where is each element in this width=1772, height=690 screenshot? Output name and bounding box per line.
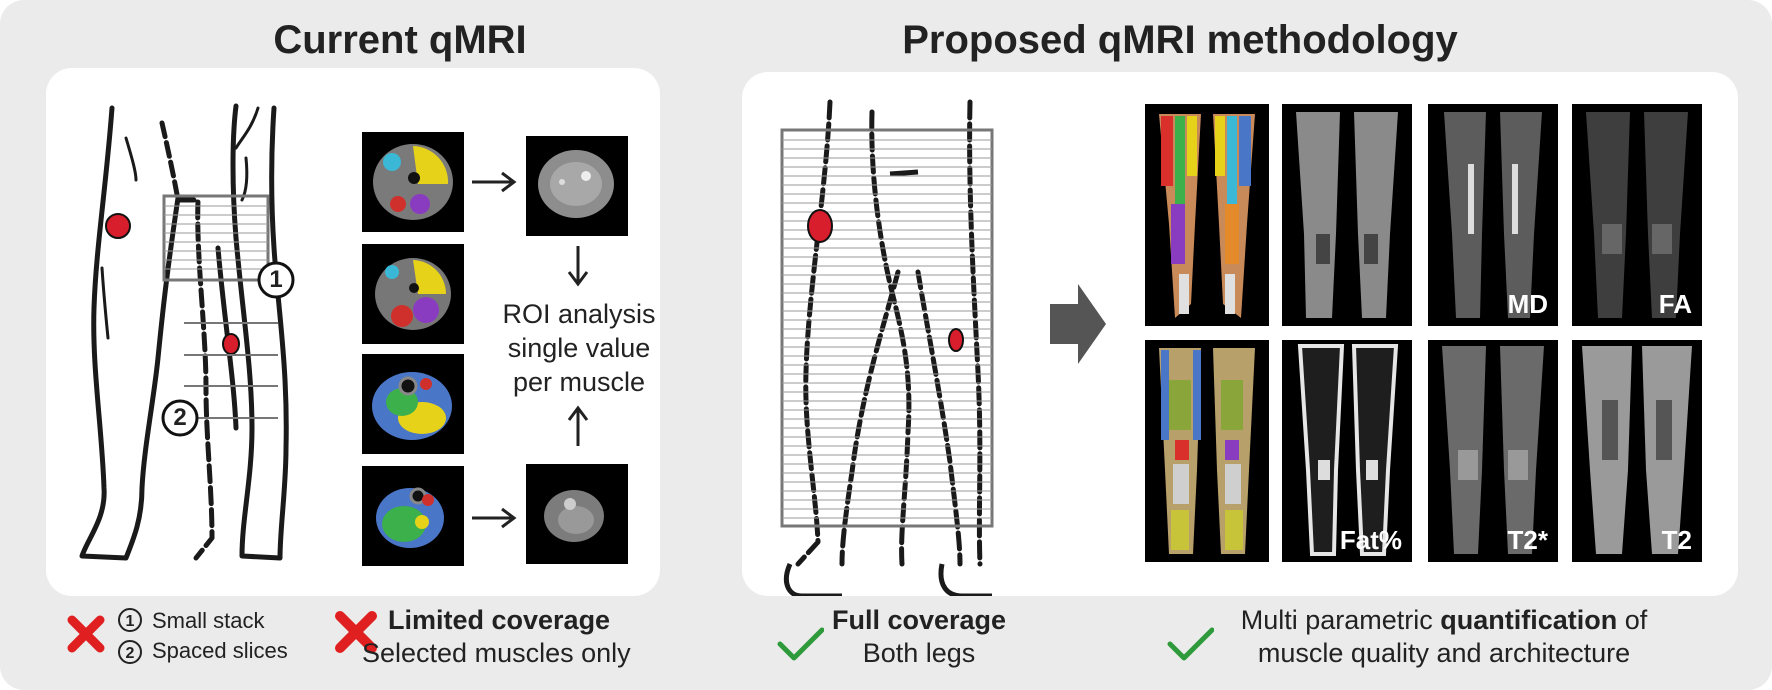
- proposed-qmri-title: Proposed qMRI methodology: [902, 18, 1458, 62]
- segmentation-coronal-top: [1145, 104, 1269, 326]
- marker-1-label: 1: [269, 266, 283, 293]
- spaced-slices-text: Spaced slices: [152, 638, 288, 663]
- selected-muscles-text: Selected muscles only: [362, 638, 631, 668]
- mri-fat-fraction-map: Fat%: [1282, 340, 1412, 562]
- footer-item-4: Multi parametric quantification of muscl…: [1204, 604, 1684, 670]
- limited-coverage-text: Limited coverage: [388, 605, 611, 635]
- lesion-2: [222, 333, 240, 355]
- footer-item-2: Limited coverage Selected muscles only: [362, 604, 631, 670]
- full-coverage-text: Full coverage: [831, 605, 1007, 635]
- both-legs-text: Both legs: [862, 638, 976, 668]
- footer-item-1: Small stack Spaced slices: [152, 606, 288, 666]
- axial-segmented-slice-4: [362, 466, 464, 566]
- check-icon-2: [1167, 627, 1214, 661]
- t2-label: T2: [1661, 525, 1692, 555]
- mri-coronal-t1: [1282, 104, 1412, 326]
- mri-fa-map: FA: [1572, 104, 1702, 326]
- small-stack-text: Small stack: [152, 608, 265, 633]
- segmentation-coronal-bottom: [1145, 340, 1269, 562]
- lesion-3: [807, 209, 833, 243]
- multi-parametric-text: Multi parametric: [1240, 605, 1441, 635]
- fat-percent-label: Fat%: [1339, 525, 1402, 555]
- axial-segmented-slice-1: [362, 132, 464, 232]
- lesion-1: [105, 213, 131, 239]
- arrow-down: [567, 246, 589, 287]
- marker-2-label: 2: [173, 404, 187, 431]
- arrow-right-bottom: [472, 507, 517, 529]
- axial-segmented-slice-2: [362, 244, 464, 344]
- roi-line-2: single value: [507, 333, 651, 363]
- quantification-line-1: Multi parametric quantification of: [1204, 604, 1684, 637]
- axial-raw-slice-top: [526, 136, 628, 236]
- check-icon-1: [777, 627, 824, 661]
- svg-text:2: 2: [126, 645, 135, 662]
- mri-md-map: MD: [1428, 104, 1558, 326]
- roi-analysis-text: ROI analysis single value per muscle: [486, 297, 672, 399]
- big-arrow-right: [1050, 284, 1106, 364]
- lesion-4: [948, 328, 964, 352]
- current-qmri-title: Current qMRI: [273, 18, 527, 62]
- arrow-right-top: [472, 171, 517, 193]
- cross-icon-2: [335, 611, 377, 653]
- footer-item-3: Full coverage Both legs: [814, 604, 1024, 670]
- md-label: MD: [1507, 289, 1548, 319]
- roi-line-1: ROI analysis: [502, 299, 656, 329]
- current-legs-diagram: [79, 103, 295, 561]
- of-text: of: [1617, 605, 1648, 635]
- quantification-line-2: muscle quality and architecture: [1257, 638, 1631, 668]
- mri-t2-map: T2: [1572, 340, 1702, 562]
- axial-segmented-slice-3: [362, 354, 464, 454]
- spaced-slices: [184, 322, 278, 419]
- svg-text:1: 1: [126, 613, 135, 630]
- proposed-legs-diagram: [780, 99, 994, 596]
- t2star-label: T2*: [1507, 525, 1548, 555]
- marker-2-circle: [161, 399, 199, 437]
- small-stack-box: [162, 194, 270, 282]
- marker-1-circle: [257, 261, 295, 299]
- fa-label: FA: [1658, 289, 1692, 319]
- roi-line-3: per muscle: [512, 367, 646, 397]
- footer-markers: 1 2: [118, 608, 142, 664]
- quantification-text: quantification: [1440, 605, 1618, 635]
- cross-icon-1: [67, 615, 105, 653]
- mri-t2star-map: T2*: [1428, 340, 1558, 562]
- axial-raw-slice-bottom: [526, 464, 628, 564]
- arrow-up: [567, 405, 589, 446]
